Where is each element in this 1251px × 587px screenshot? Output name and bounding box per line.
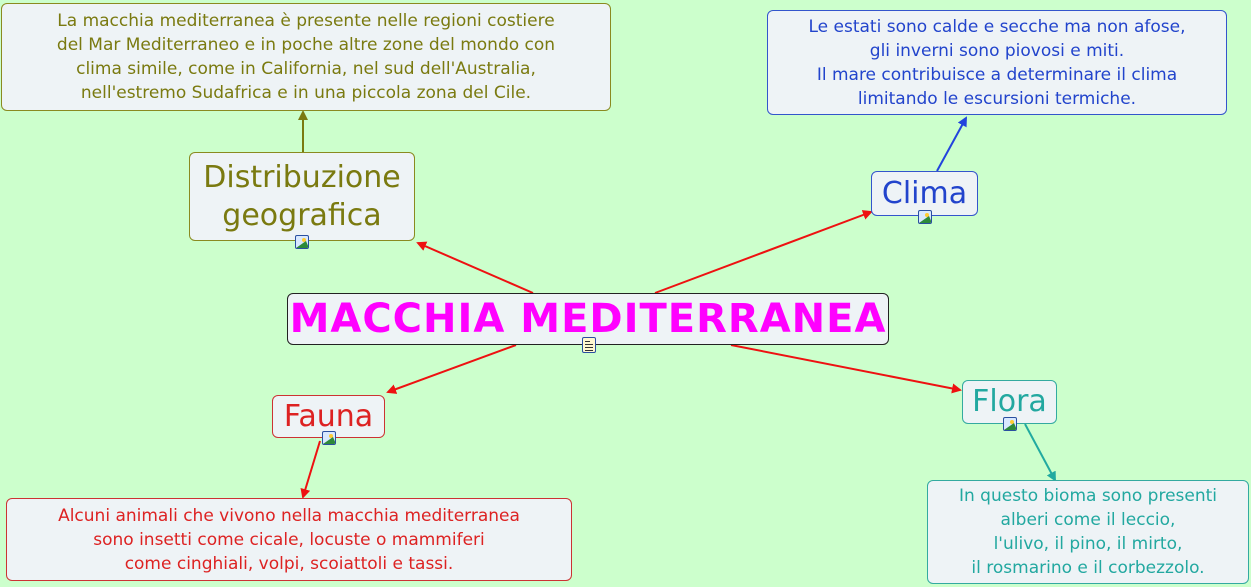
link-flora-to-note: [1024, 423, 1056, 482]
link-central-to-flora: [730, 344, 962, 394]
topic-flora-label: Flora: [972, 384, 1047, 419]
image-icon[interactable]: [918, 210, 932, 224]
fauna-note[interactable]: Alcuni animali che vivono nella macchia …: [6, 498, 572, 581]
central-topic-label: MACCHIA MEDITERRANEA: [289, 296, 887, 342]
link-fauna-to-note: [300, 440, 321, 499]
link-central-to-clima: [654, 210, 873, 294]
topic-clima[interactable]: Clima: [871, 171, 978, 216]
image-icon[interactable]: [1003, 417, 1017, 431]
topic-fauna[interactable]: Fauna: [272, 395, 385, 438]
distribuzione-note[interactable]: La macchia mediterranea è presente nelle…: [1, 3, 611, 111]
link-central-to-distribuzione: [416, 241, 534, 294]
image-icon[interactable]: [322, 431, 336, 445]
flora-note-text: In questo bioma sono presenti alberi com…: [958, 486, 1218, 578]
central-topic[interactable]: MACCHIA MEDITERRANEA: [287, 293, 889, 345]
topic-fauna-label: Fauna: [283, 398, 374, 434]
topic-flora[interactable]: Flora: [962, 380, 1057, 424]
topic-distribuzione-geografica[interactable]: Distribuzione geografica: [189, 152, 415, 241]
link-central-to-fauna: [386, 344, 517, 394]
fauna-note-text: Alcuni animali che vivono nella macchia …: [58, 505, 520, 574]
flora-note[interactable]: In questo bioma sono presenti alberi com…: [927, 480, 1249, 584]
distribuzione-note-text: La macchia mediterranea è presente nelle…: [56, 11, 556, 103]
image-icon[interactable]: [295, 235, 309, 249]
notes-document-icon[interactable]: [582, 337, 596, 353]
clima-note[interactable]: Le estati sono calde e secche ma non afo…: [767, 10, 1227, 115]
clima-note-text: Le estati sono calde e secche ma non afo…: [808, 16, 1186, 109]
link-clima-to-note: [936, 116, 967, 172]
topic-clima-label: Clima: [881, 175, 968, 211]
topic-distribuzione-label: Distribuzione geografica: [203, 159, 401, 233]
